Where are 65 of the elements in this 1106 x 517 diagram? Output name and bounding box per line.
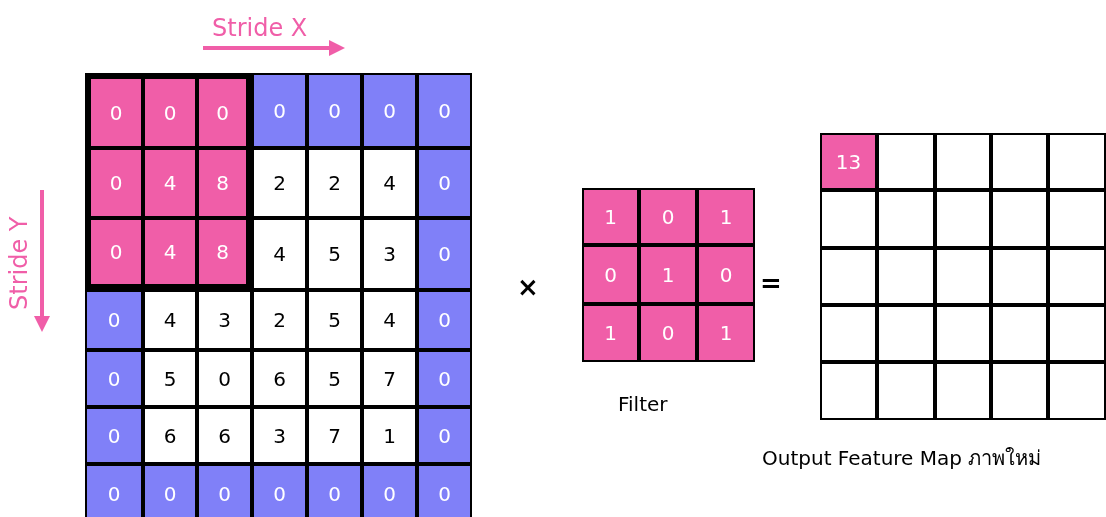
matrix-cell: 0 [252,73,307,148]
matrix-cell: 0 [85,290,143,350]
matrix-cell: 7 [307,407,362,464]
matrix-cell: 0 [143,73,197,148]
matrix-cell: 0 [639,304,697,362]
matrix-cell: 4 [362,148,417,218]
matrix-cell: 0 [417,407,472,464]
stride-label: Stride Y [7,216,31,310]
matrix-cell: 0 [307,73,362,148]
matrix-cell: 0 [417,350,472,407]
matrix-cell: 3 [362,218,417,290]
matrix-cell: 0 [417,148,472,218]
matrix-cell: 0 [417,218,472,290]
matrix-cell: 13 [820,133,877,190]
matrix-cell: 4 [143,218,197,290]
matrix-cell: 0 [85,464,143,517]
matrix-cell: 0 [252,464,307,517]
matrix-cell: 5 [143,350,197,407]
matrix-cell: 3 [252,407,307,464]
matrix-cell: 6 [197,407,252,464]
matrix-cell: 0 [582,245,639,304]
matrix-cell: 0 [85,350,143,407]
matrix-cell: 1 [697,188,755,245]
caption: Filter [618,394,668,414]
matrix-cell: 4 [362,290,417,350]
operator-sign: = [760,270,782,296]
matrix-cell: 5 [307,218,362,290]
caption: Output Feature Map ภาพใหม่ [762,448,1042,468]
matrix-cell: 0 [362,464,417,517]
matrix-cell: 2 [252,148,307,218]
matrix-cell: 0 [197,350,252,407]
matrix-cell: 1 [697,304,755,362]
matrix-cell: 3 [197,290,252,350]
matrix-cell: 5 [307,350,362,407]
stride-label: Stride X [212,16,308,40]
matrix-cell: 0 [362,73,417,148]
matrix-cell: 0 [85,73,143,148]
matrix-cell: 0 [85,407,143,464]
matrix-cell: 4 [143,290,197,350]
matrix-cell: 8 [197,148,252,218]
matrix-cell: 0 [417,290,472,350]
matrix-cell: 0 [143,464,197,517]
matrix-cell: 1 [362,407,417,464]
matrix-cell: 7 [362,350,417,407]
matrix-cell: 0 [197,73,252,148]
matrix-cell: 0 [417,464,472,517]
matrix-cell: 6 [143,407,197,464]
matrix-cell: 0 [85,148,143,218]
matrix-cell: 0 [417,73,472,148]
matrix-cell: 4 [143,148,197,218]
operator-sign: × [517,274,539,300]
matrix-cell: 1 [582,304,639,362]
matrix-cell: 0 [85,218,143,290]
matrix-cell: 0 [639,188,697,245]
matrix-cell: 5 [307,290,362,350]
matrix-cell: 0 [307,464,362,517]
matrix-cell: 1 [639,245,697,304]
matrix-cell: 4 [252,218,307,290]
matrix-cell: 2 [307,148,362,218]
matrix-cell: 6 [252,350,307,407]
matrix-cell: 2 [252,290,307,350]
matrix-cell: 1 [582,188,639,245]
matrix-cell: 0 [197,464,252,517]
matrix-cell: 0 [697,245,755,304]
matrix-cell: 8 [197,218,252,290]
